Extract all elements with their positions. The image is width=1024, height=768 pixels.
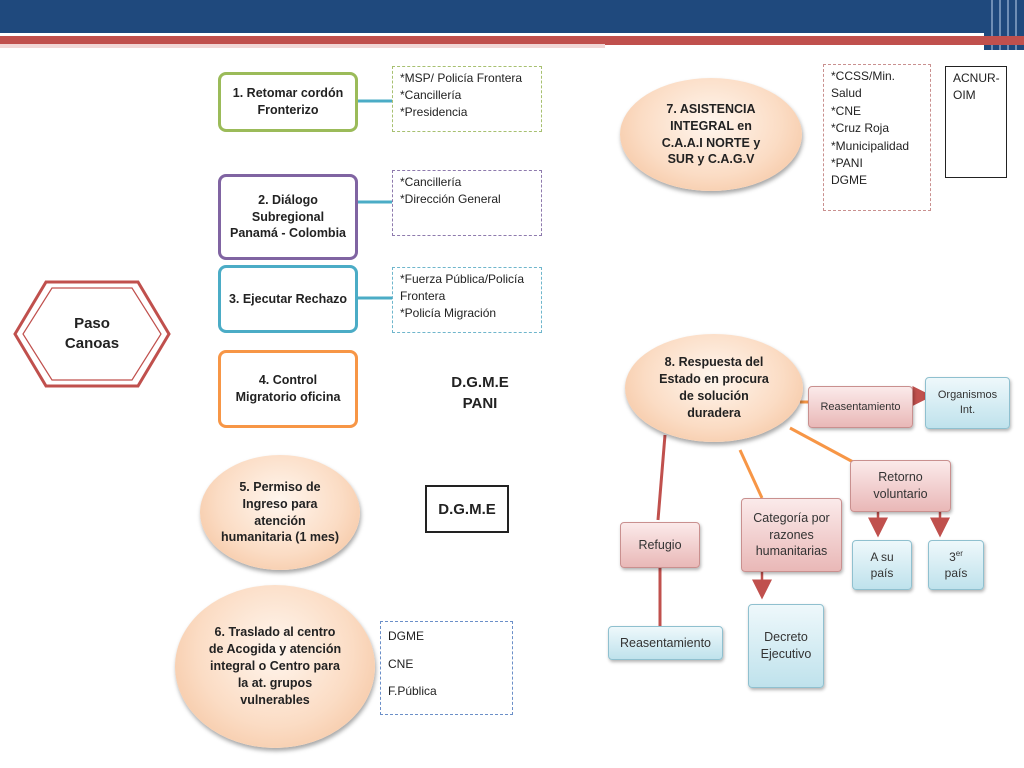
origin-hexagon: Paso Canoas [12,279,172,389]
outcome-categoria: Categoría por razones humanitarias [741,498,842,572]
step-2-box: 2. Diálogo Subregional Panamá - Colombia [218,174,358,260]
outcome-refugio: Refugio [620,522,700,568]
step-6-ellipse: 6. Traslado al centro de Acogida y atenc… [175,585,375,748]
step-7-actors: *CCSS/Min. Salud *CNE *Cruz Roja *Munici… [823,64,931,211]
header-bar [0,0,1024,33]
step-5-actors: D.G.M.E [425,485,509,533]
tercer-sup: er [955,548,963,558]
header-red-highlight [0,44,605,48]
link-s8-refugio [656,434,667,521]
outcome-organismos: Organismos Int. [925,377,1010,429]
header-red-bar [0,36,1024,45]
outcome-retorno: Retorno voluntario [850,460,951,512]
tercer-num: 3 [949,549,956,564]
step-8-ellipse: 8. Respuesta del Estado en procura de so… [625,334,803,442]
outcome-tercer-pais: 3er país [928,540,984,590]
step-7-international: ACNUR- OIM [945,66,1007,178]
step-1-actors: *MSP/ Policía Frontera *Cancillería *Pre… [392,66,542,132]
origin-label: Paso Canoas [64,314,120,352]
step-1-box: 1. Retomar cordón Fronterizo [218,72,358,132]
outcome-a-su-pais: A su país [852,540,912,590]
step-2-actors: *Cancillería *Dirección General [392,170,542,236]
step-6-actors: DGME CNE F.Pública [380,621,513,715]
step-4-actors: D.G.M.E PANI [451,374,509,412]
tercer-pais-label: 3er país [945,549,968,581]
outcome-decreto: Decreto Ejecutivo [748,604,824,688]
tercer-pais: país [944,566,968,580]
step-5-ellipse: 5. Permiso de Ingreso para atención huma… [200,455,360,570]
step-7-ellipse: 7. ASISTENCIA INTEGRAL en C.A.A.I NORTE … [620,78,802,191]
link-s8-categoria [738,449,764,499]
step-4-box: 4. Control Migratorio oficina [218,350,358,428]
outcome-reasentamiento-bottom: Reasentamiento [608,626,723,660]
outcome-reasentamiento-top: Reasentamiento [808,386,913,428]
step-3-box: 3. Ejecutar Rechazo [218,265,358,333]
hexagon-shape [13,280,171,388]
link-s8-retorno [789,426,856,465]
step-3-actors: *Fuerza Pública/Policía Frontera *Policí… [392,267,542,333]
